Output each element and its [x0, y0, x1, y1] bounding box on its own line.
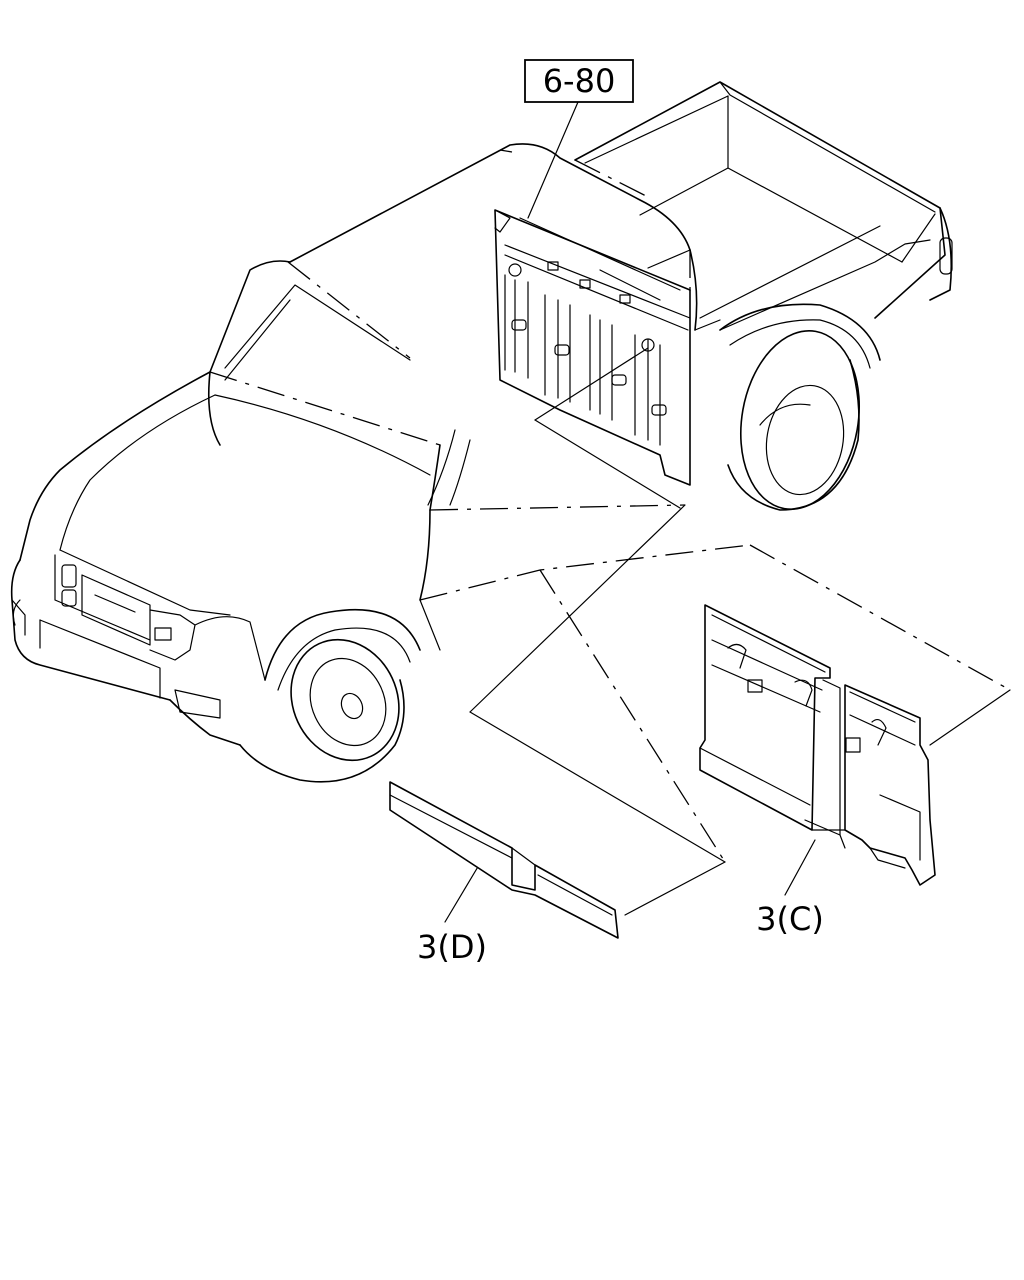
reference-label: 6-80 — [543, 62, 616, 100]
front-wheel — [239, 608, 421, 783]
rear-wheel — [719, 303, 881, 511]
callout-3c: 3(C) — [756, 900, 824, 938]
dashed-outline — [209, 149, 1011, 863]
part-3d-strip — [389, 781, 619, 939]
truck-bed — [574, 81, 953, 331]
truck-cab — [207, 143, 721, 511]
leader-lines — [444, 101, 1011, 923]
callout-3d: 3(D) — [417, 928, 487, 966]
pickup-truck-illustration — [10, 81, 953, 783]
rear-cab-panel — [494, 209, 691, 486]
truck-front — [10, 371, 266, 746]
reference-tag: 6-80 — [524, 59, 634, 103]
reference-box — [524, 59, 634, 103]
part-3c-panel — [699, 604, 936, 886]
